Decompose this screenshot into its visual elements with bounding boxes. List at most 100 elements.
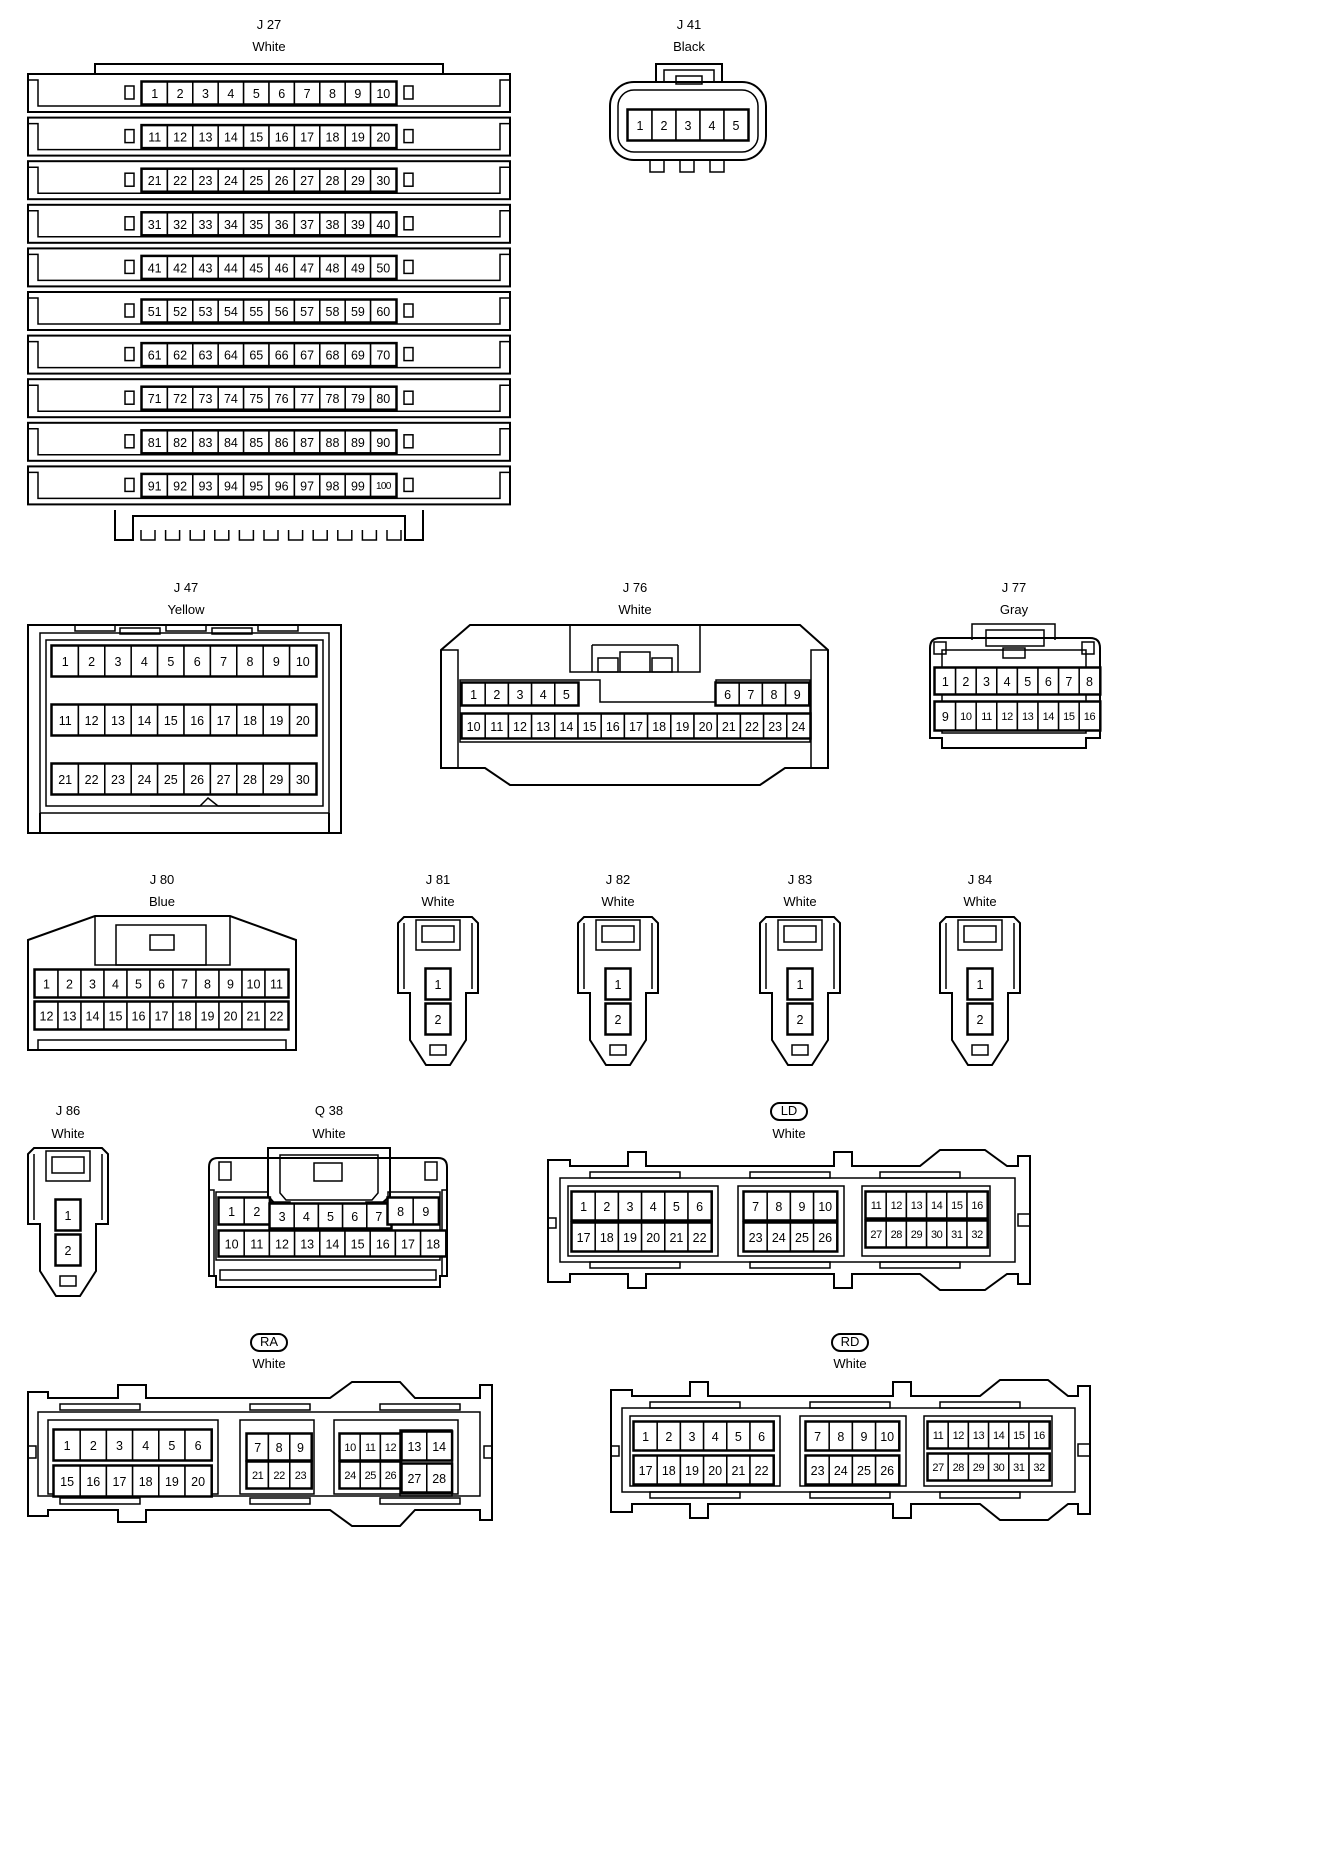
pin-19: 19 [670,713,695,739]
pin-77: 77 [293,386,321,410]
pin-14: 14 [1037,701,1060,731]
svg-text:2: 2 [65,1244,72,1258]
pin-5: 5 [126,969,151,998]
pin-4: 4 [699,109,725,141]
pin-8: 8 [828,1421,854,1451]
pin-27: 27 [401,1463,428,1493]
svg-text:26: 26 [385,1470,397,1482]
svg-text:6: 6 [194,655,201,669]
pin-5: 5 [726,1421,751,1451]
svg-text:5: 5 [733,119,740,133]
pin-1: 1 [461,682,486,706]
pin-1: 1 [141,81,169,105]
pin-24: 24 [828,1455,854,1485]
svg-text:13: 13 [407,1440,421,1454]
pin-11: 11 [51,704,80,736]
svg-text:9: 9 [273,655,280,669]
pin-30: 30 [987,1453,1010,1481]
pin-12: 12 [507,713,533,739]
svg-text:16: 16 [1033,1430,1045,1442]
pin-97: 97 [293,473,321,498]
pin-4: 4 [103,969,128,998]
pin-19: 19 [344,124,372,149]
pin-14: 14 [130,704,159,736]
pin-11: 11 [359,1433,382,1461]
svg-text:52: 52 [173,305,187,319]
svg-text:4: 4 [227,87,234,101]
pin-63: 63 [192,342,219,367]
svg-text:9: 9 [354,87,361,101]
pin-9: 9 [934,701,957,731]
pin-10: 10 [241,969,266,998]
pin-16: 16 [183,704,212,736]
svg-text:71: 71 [148,392,162,406]
svg-text:25: 25 [164,773,178,787]
pin-20: 20 [693,713,718,739]
svg-text:17: 17 [217,714,231,728]
pin-8: 8 [195,969,220,998]
svg-text:21: 21 [252,1470,264,1482]
svg-text:17: 17 [629,720,643,734]
svg-text:81: 81 [148,436,162,450]
pin-87: 87 [293,430,321,454]
pin-20: 20 [369,124,397,149]
pin-1: 1 [605,968,631,1000]
svg-text:7: 7 [254,1441,261,1455]
pin-12: 12 [77,704,106,736]
svg-text:11: 11 [59,714,72,728]
svg-text:16: 16 [132,1010,146,1024]
pin-30: 30 [369,168,397,192]
pin-15: 15 [1008,1421,1030,1449]
svg-text:22: 22 [755,1464,769,1478]
connector-name: J 81 [426,872,451,887]
svg-text:63: 63 [199,349,213,363]
pin-75: 75 [242,386,270,410]
svg-text:20: 20 [191,1475,205,1489]
pin-25: 25 [789,1222,815,1252]
connector-color: Black [673,39,705,54]
pin-15: 15 [103,1001,128,1030]
pin-90: 90 [369,430,397,454]
pin-9: 9 [289,1433,312,1461]
pin-2: 2 [425,1003,451,1035]
svg-text:97: 97 [300,479,314,493]
svg-text:15: 15 [109,1010,123,1024]
connector-name: J 83 [788,872,813,887]
svg-text:100: 100 [376,481,392,492]
svg-text:88: 88 [326,436,340,450]
svg-text:10: 10 [344,1442,356,1454]
svg-text:11: 11 [490,720,503,734]
pin-88: 88 [319,430,346,454]
svg-text:3: 3 [685,119,692,133]
svg-text:28: 28 [243,773,257,787]
svg-text:11: 11 [148,131,161,145]
svg-text:8: 8 [276,1441,283,1455]
svg-text:14: 14 [559,720,573,734]
svg-text:5: 5 [735,1430,742,1444]
pin-8: 8 [267,1433,291,1461]
pin-13: 13 [192,124,219,149]
svg-text:26: 26 [880,1464,894,1478]
svg-text:57: 57 [300,305,314,319]
connector-color: White [963,894,996,909]
pin-23: 23 [743,1222,768,1252]
svg-text:6: 6 [278,87,285,101]
pin-16: 16 [966,1191,988,1219]
svg-text:30: 30 [931,1229,943,1241]
svg-text:6: 6 [1045,675,1052,689]
pin-14: 14 [80,1001,105,1030]
pin-6: 6 [1037,667,1060,695]
svg-text:7: 7 [375,1210,382,1224]
pin-22: 22 [749,1455,774,1485]
pin-22: 22 [687,1222,712,1252]
svg-text:43: 43 [199,261,213,275]
svg-text:45: 45 [249,261,263,275]
pin-68: 68 [319,342,346,367]
svg-text:15: 15 [249,131,263,145]
pin-2: 2 [656,1421,682,1451]
